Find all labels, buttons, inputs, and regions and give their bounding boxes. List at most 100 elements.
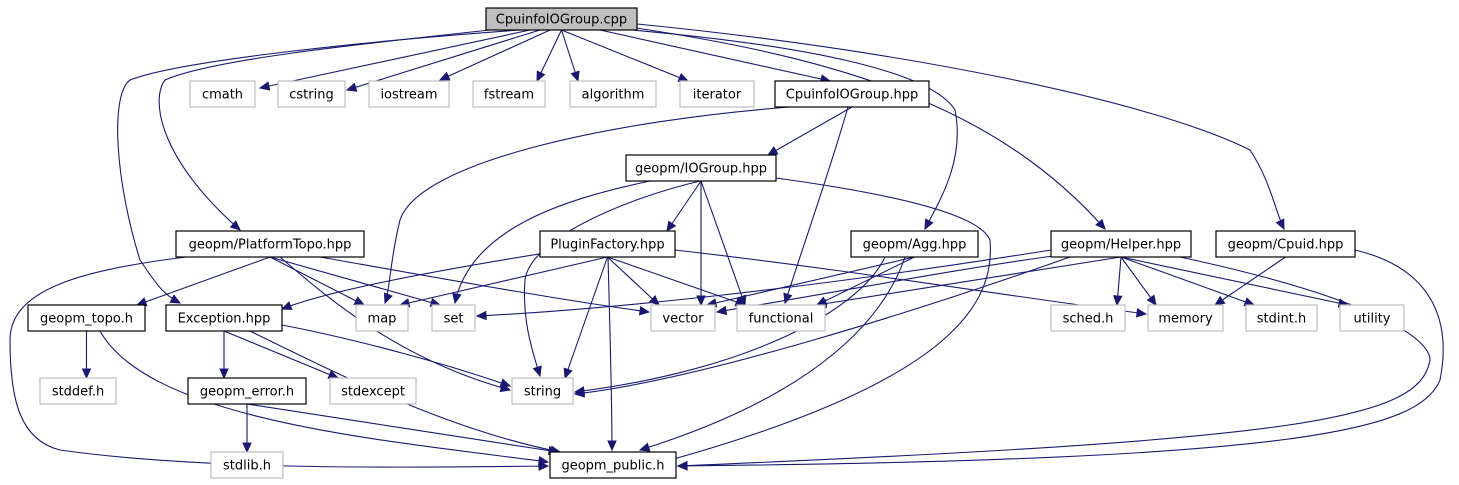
node-label-pluginfactory: PluginFactory.hpp — [550, 238, 664, 253]
node-box-geopmpublic — [549, 451, 677, 479]
edge-arrowhead-pluginfactory-exception — [280, 301, 293, 310]
node-label-string: string — [524, 385, 561, 400]
node-pluginfactory[interactable]: PluginFactory.hpp — [539, 230, 676, 258]
node-helper[interactable]: geopm/Helper.hpp — [1050, 230, 1192, 258]
node-box-cmath — [189, 80, 256, 108]
edge-arrowhead-root-cmath — [258, 81, 271, 91]
node-exception[interactable]: Exception.hpp — [165, 304, 283, 332]
edge-arrowhead-platformtopo-map — [353, 296, 366, 306]
node-box-iostream — [368, 80, 450, 108]
edge-pluginfactory-functional — [607, 256, 746, 306]
node-string: string — [511, 377, 574, 405]
edge-platformtopo-geopmtopo — [136, 256, 271, 306]
node-root[interactable]: CpuinfoIOGroup.cpp — [485, 7, 638, 31]
node-box-string — [511, 377, 574, 405]
edge-arrowhead-root-cstring — [345, 82, 358, 92]
node-box-map — [355, 304, 409, 332]
edge-arrowhead-root-cpuid — [1275, 218, 1285, 231]
edge-arrowhead-helper-vector — [715, 305, 728, 316]
edge-helper-string — [574, 256, 1071, 395]
edge-arrowhead-root-platformtopo — [229, 220, 241, 231]
node-label-geopmerror: geopm_error.h — [200, 385, 294, 400]
edge-arrowhead-root-iostream — [438, 71, 451, 81]
node-algorithm: algorithm — [569, 80, 657, 108]
edge-helper-functional — [816, 256, 1122, 306]
node-label-vector: vector — [662, 312, 704, 327]
edge-arrowhead-helper-schedh — [1113, 295, 1123, 307]
node-box-stddefh — [39, 377, 117, 405]
node-box-stdinth — [1245, 304, 1318, 332]
edge-arrowhead-pluginfactory-vector — [648, 295, 660, 306]
edge-exception-stdexcept — [223, 330, 339, 379]
node-label-cpuinfohpp: CpuinfoIOGroup.hpp — [786, 88, 918, 103]
edge-root-iostream — [439, 29, 551, 81]
edge-root-cpuid — [636, 23, 1285, 230]
edge-iogroup-pluginfactory — [666, 180, 702, 232]
edge-agg-string — [574, 256, 886, 393]
node-box-schedh — [1050, 304, 1126, 332]
node-label-geopmpublic: geopm_public.h — [561, 459, 664, 474]
edge-arrowhead-geopmtopo-geopmpublic — [537, 456, 550, 466]
node-stdexcept: stdexcept — [329, 377, 417, 405]
edge-cpuinfohpp-functional — [784, 106, 849, 304]
edge-agg-geopmpublic — [639, 256, 906, 451]
node-functional: functional — [736, 304, 826, 332]
node-geopmpublic[interactable]: geopm_public.h — [549, 451, 677, 479]
node-box-platformtopo — [175, 230, 365, 258]
edge-iogroup-string — [523, 180, 701, 377]
node-label-iogroup: geopm/IOGroup.hpp — [635, 162, 767, 177]
node-geopmtopo[interactable]: geopm_topo.h — [27, 304, 146, 332]
node-label-fstream: fstream — [484, 88, 534, 103]
node-utility: utility — [1339, 304, 1405, 332]
node-platformtopo[interactable]: geopm/PlatformTopo.hpp — [175, 230, 365, 258]
node-label-iostream: iostream — [380, 88, 437, 103]
edge-arrowhead-exception-string — [499, 378, 512, 388]
node-box-functional — [736, 304, 826, 332]
node-label-agg: geopm/Agg.hpp — [863, 238, 967, 253]
node-box-cpuid — [1215, 230, 1356, 258]
node-map: map — [355, 304, 409, 332]
node-box-fstream — [472, 80, 546, 108]
edge-arrowhead-helper-set — [475, 310, 487, 321]
edge-pluginfactory-geopmpublic — [607, 256, 613, 451]
node-box-set — [431, 304, 476, 332]
node-label-exception: Exception.hpp — [178, 312, 271, 327]
edge-root-agg — [631, 29, 958, 230]
edge-cpuinfohpp-iogroup — [767, 106, 853, 156]
node-cstring: cstring — [277, 80, 346, 108]
edge-arrowhead-cpuinfohpp-map — [383, 292, 393, 305]
edge-arrowhead-iogroup-pluginfactory — [666, 220, 677, 233]
node-label-stdlibh: stdlib.h — [223, 459, 271, 474]
edge-arrowhead-agg-geopmpublic — [638, 442, 651, 452]
node-label-iterator: iterator — [693, 88, 742, 103]
node-geopmerror[interactable]: geopm_error.h — [187, 377, 307, 405]
edge-arrowhead-cpuid-geopmpublic — [676, 461, 688, 471]
edge-root-platformtopo — [158, 29, 491, 231]
edge-arrowhead-root-iterator — [677, 73, 690, 82]
edge-geopmtopo-geopmpublic — [99, 330, 549, 463]
node-box-iogroup — [625, 154, 777, 182]
edge-helper-utility — [1120, 256, 1349, 306]
edge-arrowhead-helper-string — [573, 388, 585, 398]
node-iogroup[interactable]: geopm/IOGroup.hpp — [625, 154, 777, 182]
edge-arrowhead-cpuid-memory — [1213, 295, 1226, 306]
node-box-utility — [1339, 304, 1405, 332]
node-box-pluginfactory — [539, 230, 676, 258]
edge-root-cstring — [346, 29, 541, 91]
node-label-memory: memory — [1158, 312, 1213, 327]
node-cpuid[interactable]: geopm/Cpuid.hpp — [1215, 230, 1356, 258]
edge-cpuid-geopmpublic — [677, 249, 1444, 467]
edge-arrowhead-iogroup-vector — [696, 295, 706, 307]
edge-arrowhead-cpuinfohpp-iogroup — [766, 146, 779, 156]
edge-iogroup-functional — [700, 180, 746, 306]
edge-arrowhead-cpuinfohpp-functional — [783, 292, 793, 305]
node-box-iterator — [679, 80, 755, 108]
node-cmath: cmath — [189, 80, 256, 108]
edge-arrowhead-exception-stdexcept — [327, 369, 340, 379]
node-agg[interactable]: geopm/Agg.hpp — [850, 230, 979, 258]
node-box-vector — [650, 304, 716, 332]
edge-arrowhead-geopmtopo-stddefh — [81, 368, 92, 380]
edge-arrowhead-geopmerror-stdlibh — [242, 442, 252, 454]
edge-geopmerror-geopmpublic — [246, 403, 559, 453]
node-cpuinfohpp[interactable]: CpuinfoIOGroup.hpp — [774, 80, 930, 108]
